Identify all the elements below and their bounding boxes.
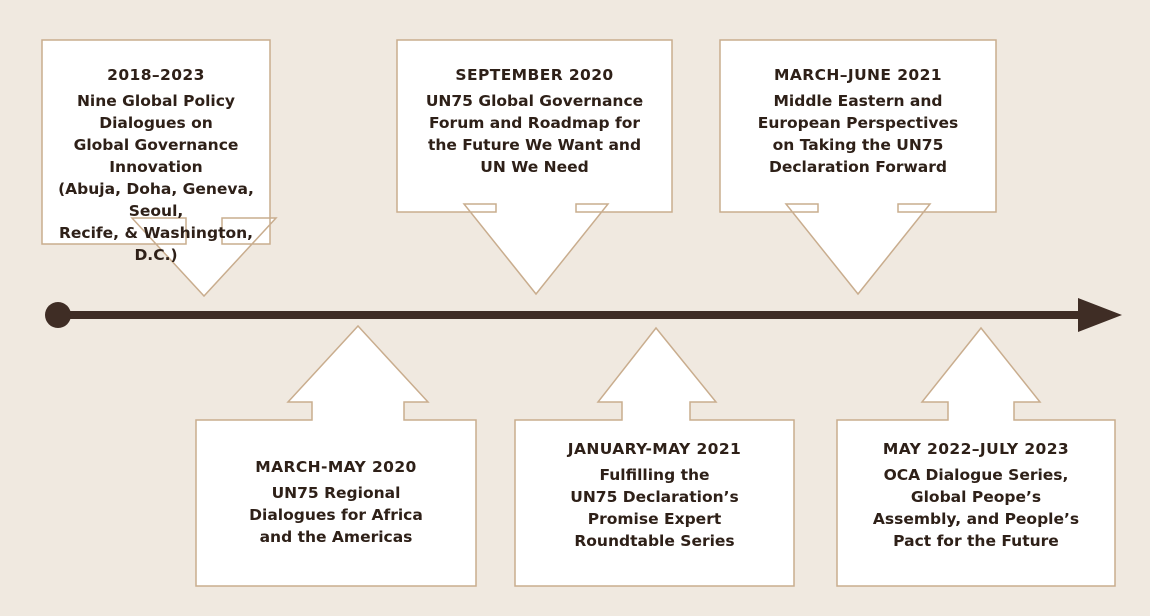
event-date: 2018–2023 [107, 66, 205, 84]
event-description: UN75 Global Governance Forum and Roadmap… [425, 92, 644, 176]
timeline-arrowhead [1078, 298, 1122, 332]
event-card-3: MARCH–JUNE 2021 Middle Eastern and Europ… [720, 66, 996, 178]
timeline-start-dot [45, 302, 71, 328]
event-description: Middle Eastern and European Perspectives… [757, 92, 959, 176]
event-date: SEPTEMBER 2020 [455, 66, 614, 84]
event-date: JANUARY-MAY 2021 [567, 440, 742, 458]
event-date: MARCH-MAY 2020 [255, 458, 417, 476]
event-card-1: 2018–2023 Nine Global Policy Dialogues o… [42, 66, 270, 266]
event-card-6: MAY 2022–JULY 2023 OCA Dialogue Series, … [837, 440, 1115, 552]
event-description: Nine Global Policy Dialogues on Global G… [58, 92, 254, 264]
callout-bottom-1 [195, 324, 477, 587]
callout-top-1 [41, 39, 278, 298]
callout-top-2 [396, 39, 673, 296]
callout-bottom-2 [514, 326, 795, 587]
event-date: MARCH–JUNE 2021 [774, 66, 942, 84]
event-description: Fulfilling the UN75 Declaration’s Promis… [570, 466, 739, 550]
event-card-4: MARCH-MAY 2020 UN75 Regional Dialogues f… [196, 458, 476, 548]
event-date: MAY 2022–JULY 2023 [882, 440, 1070, 458]
event-card-2: SEPTEMBER 2020 UN75 Global Governance Fo… [397, 66, 672, 178]
callout-top-3 [719, 39, 997, 296]
event-description: OCA Dialogue Series, Global Peope’s Asse… [872, 466, 1080, 550]
event-card-5: JANUARY-MAY 2021 Fulfilling the UN75 Dec… [515, 440, 794, 552]
callout-bottom-3 [836, 326, 1116, 587]
event-description: UN75 Regional Dialogues for Africa and t… [249, 484, 423, 546]
